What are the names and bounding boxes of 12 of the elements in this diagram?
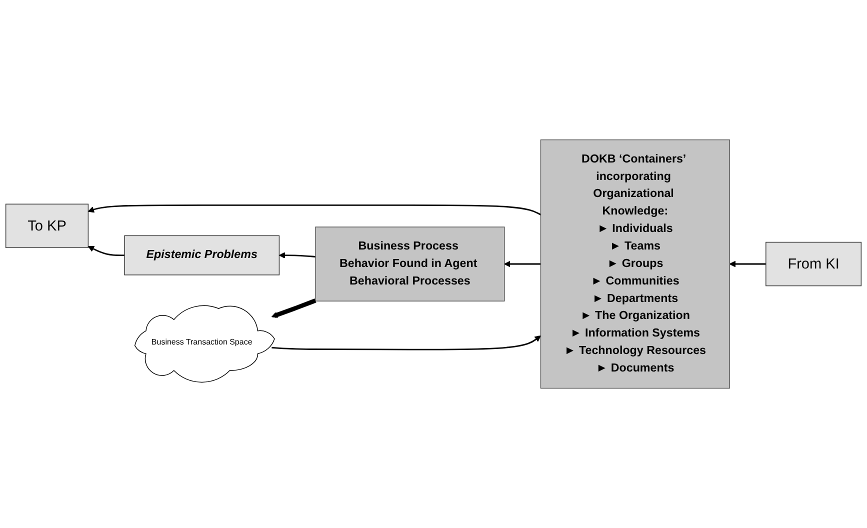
- arrow: [729, 260, 766, 268]
- node-box: DOKB ‘Containers’ incorporating Organizational Knowledge: ► Individuals ► Teams ► Groups ► Communities ► Departments ► The Organization ► Information Systems ► Technology Resources ► Documents: [540, 139, 730, 389]
- arrow: [88, 204, 542, 216]
- node-box: Business Process Behavior Found in Agent Behavioral Processes: [315, 226, 505, 302]
- node-box: From KI: [766, 242, 862, 286]
- arrow: [272, 335, 541, 350]
- node-box: To KP: [5, 204, 89, 248]
- node-box: Epistemic Problems: [124, 235, 280, 276]
- arrow: [504, 260, 541, 268]
- arrow: [88, 246, 124, 256]
- arrow: [271, 298, 316, 318]
- arrow: [278, 252, 316, 258]
